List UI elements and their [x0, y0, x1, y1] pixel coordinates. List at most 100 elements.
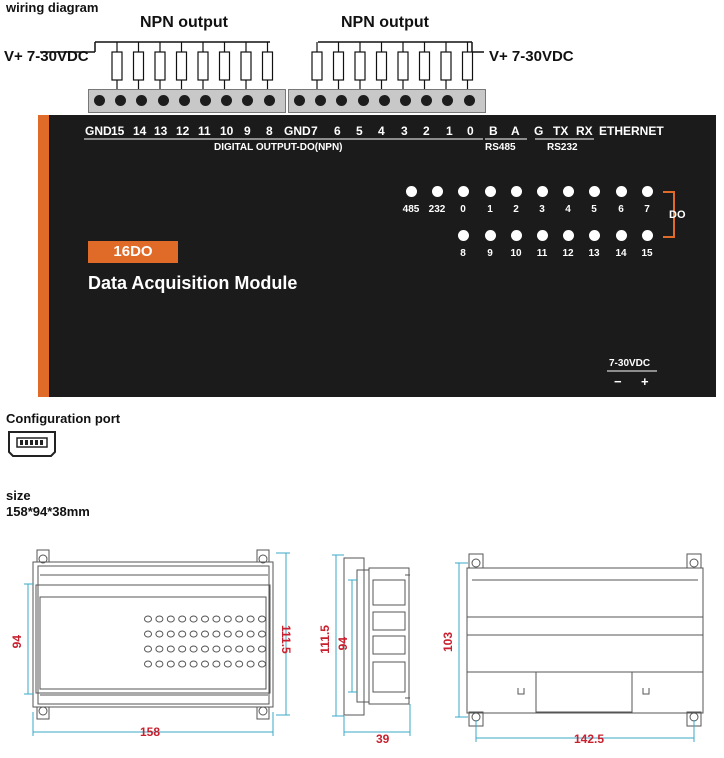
comm-port-label: TX	[553, 124, 569, 138]
vent-hole	[178, 660, 187, 668]
status-led	[406, 186, 417, 197]
vent-hole	[155, 660, 164, 668]
terminal-screw	[463, 95, 475, 106]
vent-hole	[235, 615, 244, 623]
status-led	[432, 186, 443, 197]
vent-hole	[201, 630, 209, 638]
dim-side-height: 94	[336, 637, 350, 651]
terminal-screw	[136, 95, 148, 106]
vent-hole	[144, 630, 152, 638]
status-led	[589, 230, 600, 241]
terminal-screw	[378, 95, 390, 106]
vent-hole	[258, 645, 266, 653]
vent-hole	[212, 660, 221, 668]
power-underline	[607, 370, 657, 372]
vent-hole	[258, 660, 266, 668]
led-label: 6	[618, 204, 624, 215]
status-led	[563, 230, 574, 241]
module-accent-stripe	[38, 115, 49, 397]
rs232-label: RS232	[547, 142, 578, 153]
do-bracket	[663, 191, 675, 238]
module-title: Data Acquisition Module	[88, 273, 298, 293]
vent-hole	[246, 645, 255, 653]
vent-hole	[246, 615, 255, 623]
led-label: 7	[644, 204, 650, 215]
dim-side-outer-height: 111.5	[318, 625, 332, 654]
vent-hole	[212, 630, 221, 638]
npn-output-label-right: NPN output	[341, 14, 429, 31]
dim-front-height: 94	[10, 635, 24, 649]
led-label: 1	[487, 204, 493, 215]
vent-hole	[235, 660, 244, 668]
terminal-label: 5	[356, 124, 363, 138]
led-label: 12	[562, 248, 574, 259]
page-title: wiring diagram	[6, 0, 99, 15]
vent-hole	[189, 615, 198, 623]
comm-port-label: B	[489, 124, 498, 138]
terminal-screw	[421, 95, 433, 106]
side-view	[343, 557, 410, 716]
terminal-screw	[178, 95, 190, 106]
vent-hole	[246, 660, 255, 668]
power-minus: −	[614, 374, 622, 389]
terminal-label: 10	[220, 124, 234, 138]
vent-hole	[178, 630, 187, 638]
terminal-label: 8	[266, 124, 273, 138]
led-label: 13	[588, 248, 600, 259]
vent-hole	[144, 615, 152, 623]
terminal-label: 3	[401, 124, 408, 138]
terminal-label: 4	[378, 124, 385, 138]
terminal-screw	[294, 95, 305, 106]
terminal-screw	[400, 95, 411, 106]
status-led	[616, 230, 627, 241]
dimension-drawings	[24, 549, 704, 742]
status-led	[511, 186, 522, 197]
status-led	[563, 186, 574, 197]
terminal-screw	[336, 95, 348, 106]
led-label: 232	[428, 204, 446, 215]
terminal-label: 1	[446, 124, 453, 138]
power-plus: +	[641, 374, 649, 389]
led-label: 9	[487, 248, 493, 259]
terminal-label: 6	[334, 124, 341, 138]
dim-side-depth: 39	[376, 732, 390, 746]
vent-hole	[166, 615, 175, 623]
back-view	[466, 553, 704, 727]
led-label: 3	[539, 204, 545, 215]
terminal-label: 2	[423, 124, 430, 138]
model-badge: 16DO	[88, 241, 178, 263]
terminal-block-left	[88, 89, 286, 113]
led-label: 10	[510, 248, 522, 259]
terminal-screw	[357, 95, 369, 106]
vent-hole	[166, 630, 175, 638]
status-led	[511, 230, 522, 241]
vent-hole	[189, 660, 198, 668]
terminal-label: 15	[111, 124, 125, 138]
wiring-lines	[40, 41, 484, 94]
led-label: 11	[536, 248, 548, 259]
vent-hole	[201, 660, 209, 668]
dim-front-outer-height: 111.5	[279, 625, 293, 654]
led-label: 5	[591, 204, 597, 215]
led-label: 485	[402, 204, 420, 215]
status-led	[458, 186, 469, 197]
led-label: 8	[460, 248, 466, 259]
comm-port-label: RX	[576, 124, 593, 138]
vent-hole	[144, 645, 152, 653]
supply-label-right: V+ 7-30VDC	[489, 48, 574, 65]
status-led	[458, 230, 469, 241]
terminal-screw	[157, 95, 169, 106]
terminal-label: 14	[133, 124, 147, 138]
status-led	[616, 186, 627, 197]
vent-hole	[258, 615, 266, 623]
dim-back-width: 142.5	[574, 732, 605, 746]
terminal-screw	[315, 95, 327, 106]
comm-port-label: G	[534, 124, 544, 138]
vent-hole	[166, 660, 175, 668]
terminal-label: 0	[467, 124, 474, 138]
vent-hole	[258, 630, 266, 638]
usb-port-icon	[8, 431, 56, 457]
status-led	[485, 230, 496, 241]
terminal-screw	[221, 95, 233, 106]
status-led	[537, 230, 548, 241]
